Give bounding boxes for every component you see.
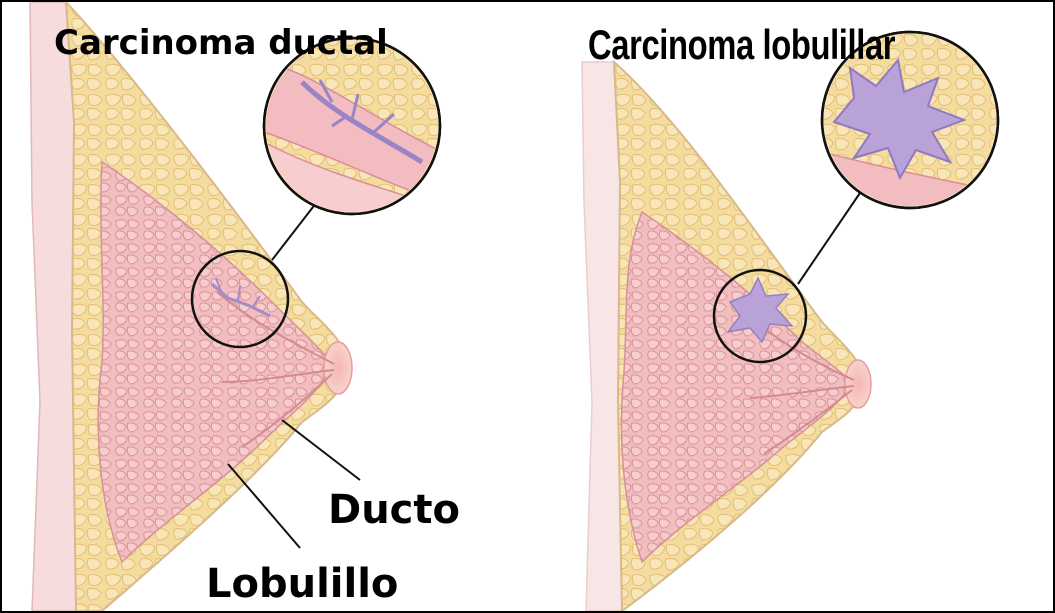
title-carcinoma-lobulillar: Carcinoma lobulillar [588, 24, 895, 66]
right-breast [582, 30, 1002, 611]
label-lobulillo: Lobulillo [206, 564, 398, 604]
title-carcinoma-ductal: Carcinoma ductal [54, 26, 388, 60]
label-ducto: Ducto [328, 490, 460, 530]
